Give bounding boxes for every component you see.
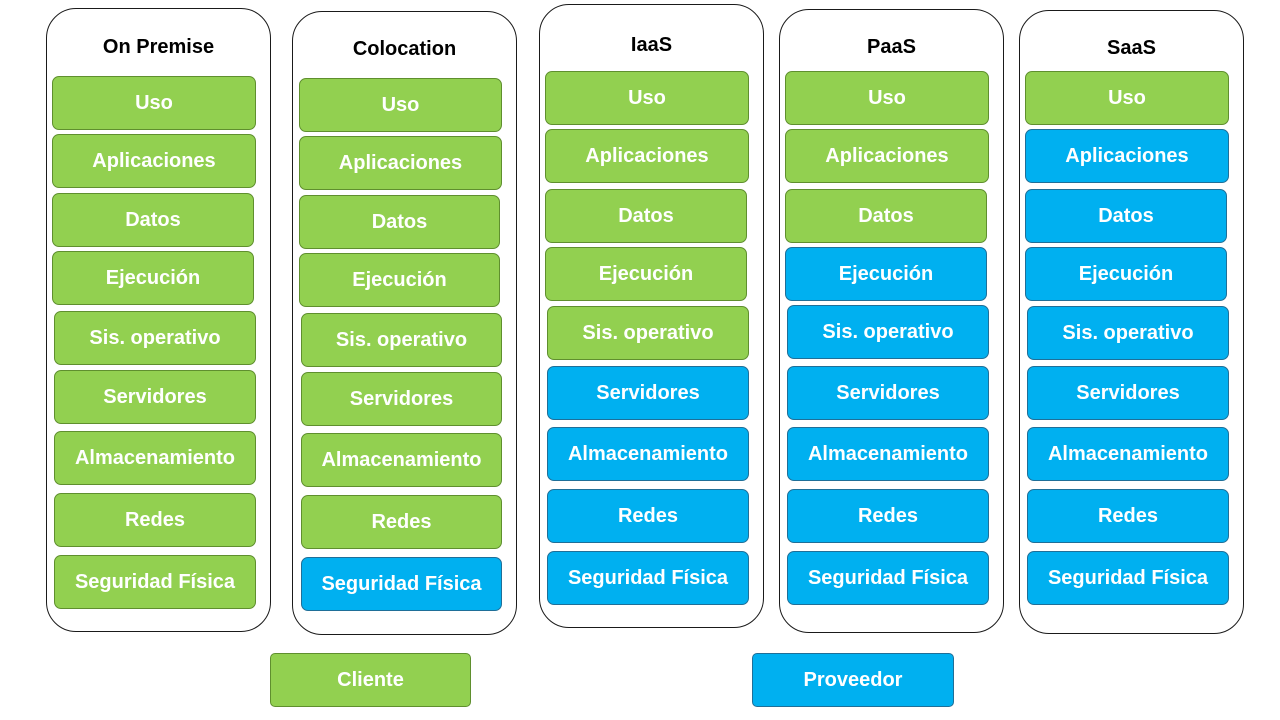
layer-uso: Uso [299, 78, 502, 132]
layer-datos: Datos [299, 195, 500, 249]
layer-sis-operativo: Sis. operativo [54, 311, 256, 365]
column-title: Colocation [352, 38, 457, 60]
layer-seguridad-fisica: Seguridad Física [787, 551, 989, 605]
layer-datos: Datos [52, 193, 254, 247]
layer-sis-operativo: Sis. operativo [787, 305, 989, 359]
column-title: IaaS [630, 34, 673, 56]
layer-servidores: Servidores [301, 372, 502, 426]
layer-datos: Datos [785, 189, 987, 243]
layer-almacenamiento: Almacenamiento [787, 427, 989, 481]
layer-redes: Redes [787, 489, 989, 543]
layer-ejecucion: Ejecución [52, 251, 254, 305]
layer-servidores: Servidores [54, 370, 256, 424]
layer-almacenamiento: Almacenamiento [547, 427, 749, 481]
column-title: On Premise [102, 36, 215, 58]
layer-seguridad-fisica: Seguridad Física [54, 555, 256, 609]
layer-seguridad-fisica: Seguridad Física [547, 551, 749, 605]
layer-aplicaciones: Aplicaciones [299, 136, 502, 190]
layer-redes: Redes [547, 489, 749, 543]
layer-uso: Uso [785, 71, 989, 125]
layer-redes: Redes [301, 495, 502, 549]
layer-sis-operativo: Sis. operativo [1027, 306, 1229, 360]
layer-aplicaciones: Aplicaciones [545, 129, 749, 183]
layer-sis-operativo: Sis. operativo [301, 313, 502, 367]
legend-proveedor: Proveedor [752, 653, 954, 707]
layer-ejecucion: Ejecución [1025, 247, 1227, 301]
legend-cliente: Cliente [270, 653, 471, 707]
layer-ejecucion: Ejecución [545, 247, 747, 301]
layer-almacenamiento: Almacenamiento [301, 433, 502, 487]
layer-datos: Datos [1025, 189, 1227, 243]
layer-servidores: Servidores [1027, 366, 1229, 420]
layer-almacenamiento: Almacenamiento [1027, 427, 1229, 481]
layer-redes: Redes [54, 493, 256, 547]
layer-aplicaciones: Aplicaciones [52, 134, 256, 188]
column-title: PaaS [867, 36, 916, 58]
layer-aplicaciones: Aplicaciones [1025, 129, 1229, 183]
layer-datos: Datos [545, 189, 747, 243]
layer-uso: Uso [545, 71, 749, 125]
layer-sis-operativo: Sis. operativo [547, 306, 749, 360]
layer-uso: Uso [52, 76, 256, 130]
column-title: SaaS [1107, 37, 1156, 59]
layer-seguridad-fisica: Seguridad Física [301, 557, 502, 611]
layer-ejecucion: Ejecución [785, 247, 987, 301]
layer-almacenamiento: Almacenamiento [54, 431, 256, 485]
layer-uso: Uso [1025, 71, 1229, 125]
layer-ejecucion: Ejecución [299, 253, 500, 307]
layer-aplicaciones: Aplicaciones [785, 129, 989, 183]
layer-seguridad-fisica: Seguridad Física [1027, 551, 1229, 605]
layer-servidores: Servidores [787, 366, 989, 420]
layer-servidores: Servidores [547, 366, 749, 420]
layer-redes: Redes [1027, 489, 1229, 543]
